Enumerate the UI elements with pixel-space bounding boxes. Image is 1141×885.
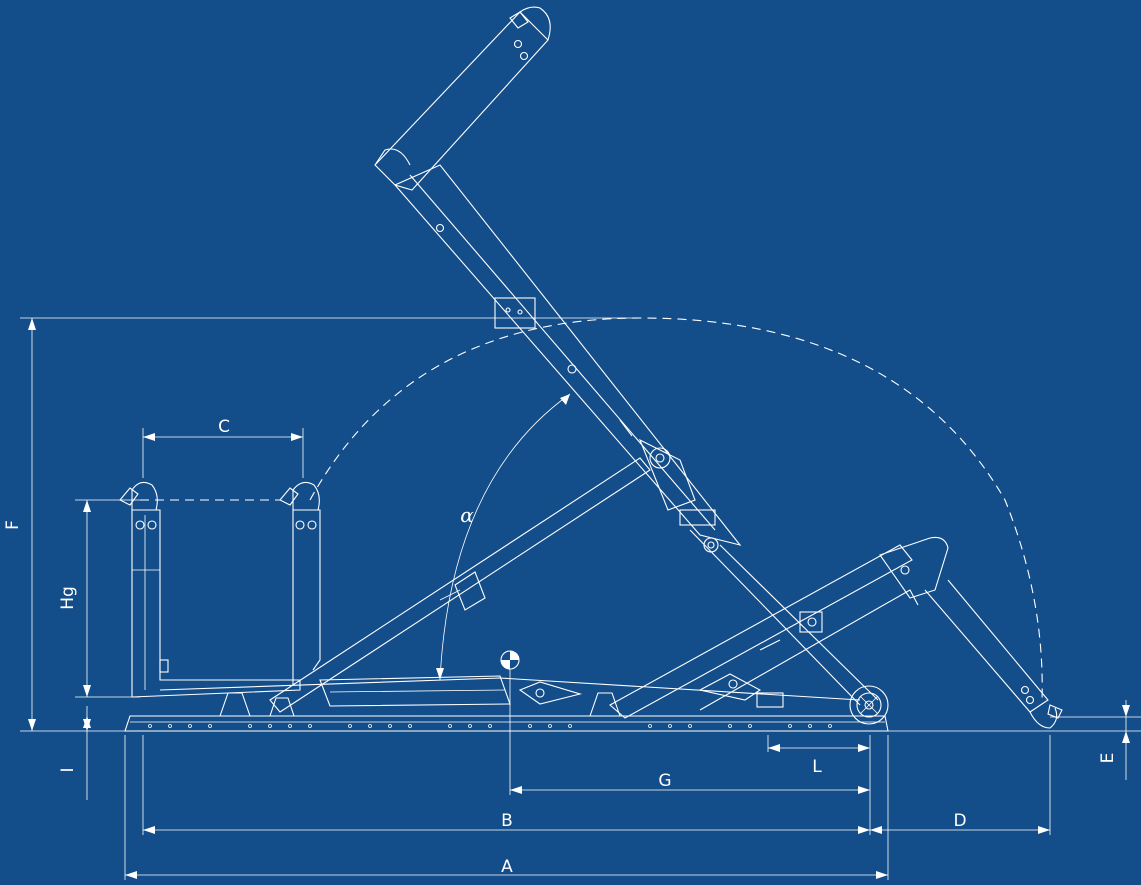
dimension-hg: Hg	[58, 500, 91, 697]
center-of-gravity-marker	[500, 650, 520, 795]
label-alpha: α	[460, 503, 474, 527]
reference-lines	[20, 317, 1141, 732]
label-a: A	[501, 857, 513, 877]
dimension-l: L	[768, 744, 870, 777]
dimension-f: F	[3, 318, 36, 731]
label-l: L	[812, 757, 822, 777]
dimension-b: B	[143, 811, 870, 834]
dimension-c: C	[143, 417, 303, 441]
label-f: F	[3, 520, 23, 530]
lift-cylinder	[269, 457, 651, 713]
label-i: I	[58, 767, 78, 772]
dimension-e: E	[1098, 700, 1130, 780]
subframe	[124, 685, 889, 732]
label-e: E	[1098, 753, 1118, 764]
label-c: C	[218, 417, 230, 437]
angle-alpha-arc	[436, 393, 571, 681]
dimension-a: A	[125, 857, 888, 879]
main-boom-lowered	[518, 536, 1063, 729]
swing-arc	[309, 317, 1043, 701]
label-d: D	[953, 811, 966, 831]
container-frame	[119, 481, 861, 707]
dimension-i: I	[58, 706, 91, 800]
dimension-d: D	[870, 811, 1050, 834]
extension-lines	[124, 428, 1051, 880]
dimension-g: G	[510, 771, 870, 794]
rear-roller	[849, 685, 889, 725]
main-boom-raised	[374, 6, 879, 706]
label-hg: Hg	[58, 586, 78, 610]
subframe-holes	[148, 724, 832, 728]
label-b: B	[501, 811, 513, 831]
label-g: G	[658, 771, 671, 791]
